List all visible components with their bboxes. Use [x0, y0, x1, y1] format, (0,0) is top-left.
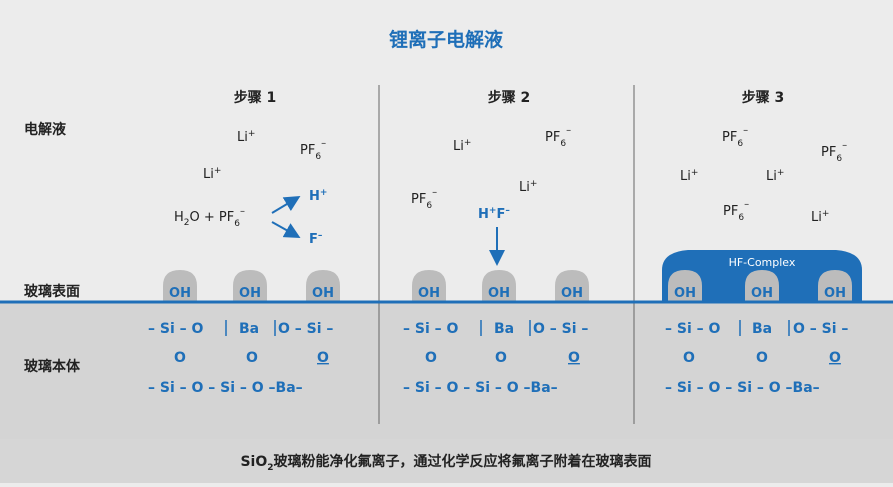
- svg-text:Li+: Li+: [519, 179, 537, 195]
- svg-text:O: O: [246, 350, 258, 366]
- hf-complex-label: HF-Complex: [729, 256, 796, 269]
- step-1-heading: 步骤 1: [234, 89, 277, 106]
- reaction-arrow-down: [271, 221, 301, 238]
- svg-text:O – Si –: O – Si –: [278, 321, 333, 337]
- svg-text:Ba: Ba: [494, 321, 514, 337]
- svg-text:Li+: Li+: [453, 138, 471, 154]
- svg-text:PF6–: PF6–: [411, 187, 437, 211]
- svg-text:O – Si –: O – Si –: [533, 321, 588, 337]
- label-glass-body: 玻璃本体: [24, 358, 81, 375]
- svg-text:O: O: [683, 350, 695, 366]
- svg-text:O: O: [568, 350, 580, 366]
- glass-lattice-step-2: – Si – O Ba O – Si – O O O – Si – O – Si…: [403, 320, 588, 396]
- hf-molecule: H+F–: [478, 206, 510, 222]
- svg-text:PF6–: PF6–: [723, 199, 749, 223]
- svg-text:PF6–: PF6–: [545, 125, 571, 149]
- svg-text:Ba: Ba: [752, 321, 772, 337]
- step-2-ions: Li+ PF6– Li+ PF6– H+F–: [411, 125, 571, 266]
- oh-bump: OH: [306, 270, 340, 303]
- reaction-water-pf6: H2O + PF6–: [174, 206, 245, 229]
- svg-text:Li+: Li+: [811, 209, 829, 225]
- svg-text:H+F–: H+F–: [478, 206, 510, 222]
- label-glass-surface: 玻璃表面: [24, 283, 80, 300]
- svg-text:– Si – O – Si – O –Ba–: – Si – O – Si – O –Ba–: [665, 380, 820, 396]
- ion-li: Li+: [766, 168, 784, 184]
- glass-body-region: [0, 302, 893, 439]
- svg-text:OH: OH: [418, 286, 440, 301]
- ion-pf6: PF6–: [411, 187, 437, 211]
- svg-text:– Si – O – Si – O –Ba–: – Si – O – Si – O –Ba–: [148, 380, 303, 396]
- ion-pf6: PF6–: [821, 140, 847, 164]
- ion-pf6: PF6–: [723, 199, 749, 223]
- ion-li: Li+: [811, 209, 829, 225]
- step-2-heading: 步骤 2: [488, 89, 531, 106]
- ion-h-plus: H+: [309, 188, 327, 204]
- ion-pf6: PF6–: [300, 138, 326, 162]
- step-3-heading: 步骤 3: [742, 89, 785, 106]
- ion-pf6: PF6–: [545, 125, 571, 149]
- svg-text:– Si – O – Si – O –Ba–: – Si – O – Si – O –Ba–: [403, 380, 558, 396]
- svg-text:OH: OH: [674, 286, 696, 301]
- svg-text:– Si – O: – Si – O: [403, 321, 459, 337]
- svg-text:PF6–: PF6–: [821, 140, 847, 164]
- svg-text:OH: OH: [488, 286, 510, 301]
- oh-bump: OH: [163, 270, 197, 303]
- ion-li: Li+: [453, 138, 471, 154]
- oh-bump: OH: [482, 270, 516, 303]
- ion-li: Li+: [203, 166, 221, 182]
- svg-text:O: O: [317, 350, 329, 366]
- svg-text:PF6–: PF6–: [300, 138, 326, 162]
- ion-f-minus: F–: [309, 231, 323, 247]
- svg-text:– Si – O: – Si – O: [665, 321, 721, 337]
- caption: SiO2玻璃粉能净化氟离子，通过化学反应将氟离子附着在玻璃表面: [240, 453, 651, 473]
- oh-bump: OH: [233, 270, 267, 303]
- svg-text:F–: F–: [309, 231, 323, 247]
- svg-text:Li+: Li+: [680, 168, 698, 184]
- surface-oh-groups: OH OH OH OH OH OH OH OH OH: [163, 270, 852, 303]
- svg-text:OH: OH: [751, 286, 773, 301]
- oh-bump: OH: [745, 270, 779, 303]
- oh-bump: OH: [818, 270, 852, 303]
- svg-text:PF6–: PF6–: [722, 125, 748, 149]
- glass-lattice-step-3: – Si – O Ba O – Si – O O O – Si – O – Si…: [665, 320, 848, 396]
- caption-bar: [0, 439, 893, 483]
- svg-text:O: O: [174, 350, 186, 366]
- svg-text:O: O: [829, 350, 841, 366]
- svg-text:Li+: Li+: [203, 166, 221, 182]
- svg-text:Ba: Ba: [239, 321, 259, 337]
- ion-li: Li+: [237, 129, 255, 145]
- svg-text:O: O: [425, 350, 437, 366]
- svg-text:O: O: [756, 350, 768, 366]
- step-3-ions: PF6– PF6– Li+ Li+ PF6– Li+: [680, 125, 847, 225]
- svg-text:OH: OH: [239, 286, 261, 301]
- svg-text:OH: OH: [312, 286, 334, 301]
- oh-bump: OH: [412, 270, 446, 303]
- glass-lattice-step-1: – Si – O Ba O – Si – O O O – Si – O – Si…: [148, 320, 333, 396]
- svg-text:– Si – O: – Si – O: [148, 321, 204, 337]
- svg-text:Li+: Li+: [237, 129, 255, 145]
- reaction-arrow-up: [271, 195, 301, 214]
- ion-li: Li+: [680, 168, 698, 184]
- svg-text:H2O + PF6–: H2O + PF6–: [174, 206, 245, 229]
- svg-text:Li+: Li+: [766, 168, 784, 184]
- svg-text:H+: H+: [309, 188, 327, 204]
- diagram-title: 锂离子电解液: [389, 28, 504, 51]
- svg-text:SiO2玻璃粉能净化氟离子，通过化学反应将氟离子附着在玻璃表: SiO2玻璃粉能净化氟离子，通过化学反应将氟离子附着在玻璃表面: [240, 453, 651, 473]
- svg-text:OH: OH: [561, 286, 583, 301]
- svg-text:OH: OH: [824, 286, 846, 301]
- oh-bump: OH: [555, 270, 589, 303]
- svg-text:O – Si –: O – Si –: [793, 321, 848, 337]
- svg-text:O: O: [495, 350, 507, 366]
- ion-pf6: PF6–: [722, 125, 748, 149]
- oh-bump: OH: [668, 270, 702, 303]
- step-1-ions: Li+ Li+ PF6– H2O + PF6– H+ F–: [174, 129, 327, 247]
- ion-li: Li+: [519, 179, 537, 195]
- svg-text:OH: OH: [169, 286, 191, 301]
- label-electrolyte: 电解液: [24, 121, 67, 138]
